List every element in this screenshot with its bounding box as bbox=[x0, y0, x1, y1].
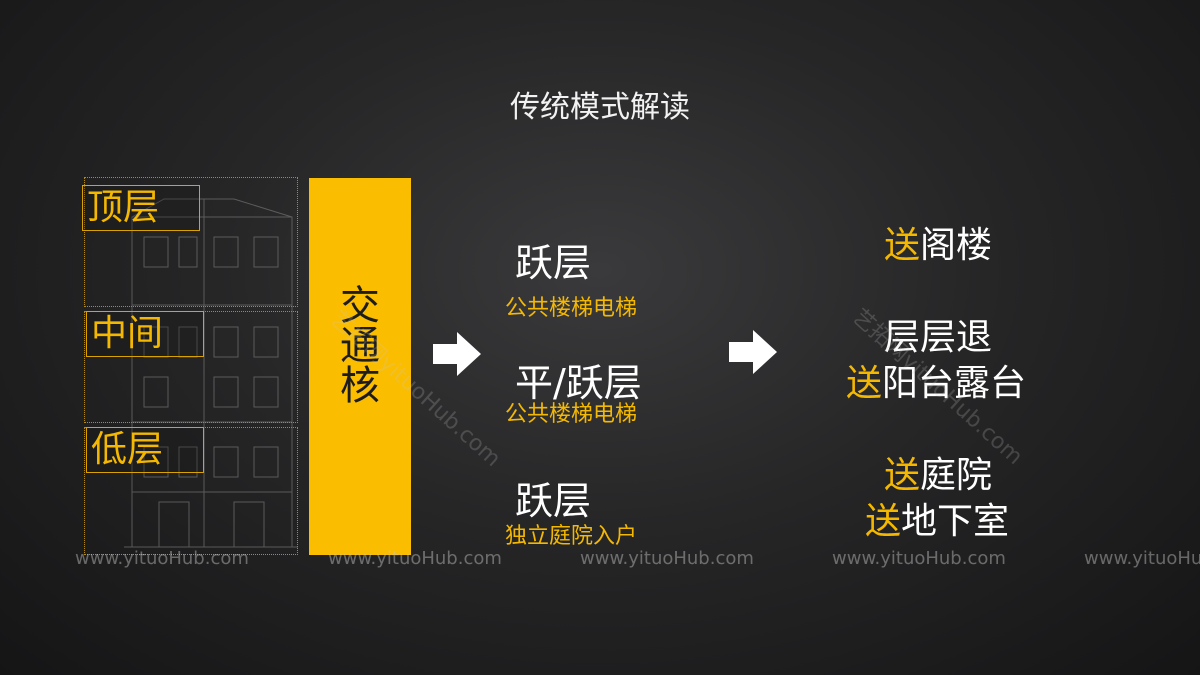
watermark: www.yituoHub.com bbox=[75, 548, 249, 569]
benefit-highlight: 送 bbox=[884, 225, 921, 266]
core-char: 核 bbox=[340, 363, 380, 409]
benefit-setback: 层层退 bbox=[884, 317, 993, 358]
watermark: www.yituoHub.com bbox=[1084, 548, 1200, 569]
right-arrow-icon bbox=[433, 332, 481, 376]
mid-item-main: 跃层 bbox=[515, 479, 592, 523]
benefit-highlight: 送 bbox=[865, 501, 902, 542]
floor-label-top: 顶层 bbox=[82, 185, 200, 231]
watermark: www.yituoHub.com bbox=[328, 548, 502, 569]
floor-label-low: 低层 bbox=[86, 427, 204, 473]
core-char: 通 bbox=[340, 323, 380, 369]
benefit-courtyard: 送庭院 bbox=[884, 446, 992, 498]
benefit-terrace: 送阳台露台 bbox=[846, 354, 1026, 406]
benefit-text: 阁楼 bbox=[920, 225, 993, 266]
mid-item-sub: 公共楼梯电梯 bbox=[505, 296, 638, 321]
benefit-text: 庭院 bbox=[920, 455, 993, 496]
floor-box-top bbox=[84, 177, 298, 307]
slide-title: 传统模式解读 bbox=[510, 90, 690, 125]
mid-item-main: 跃层 bbox=[515, 241, 592, 285]
watermark: www.yituoHub.com bbox=[832, 548, 1006, 569]
mid-item-sub: 独立庭院入户 bbox=[505, 524, 638, 549]
benefit-basement: 送地下室 bbox=[865, 492, 1009, 544]
mid-item-sub: 公共楼梯电梯 bbox=[505, 402, 638, 427]
traffic-core-label: 交 通 核 bbox=[309, 286, 411, 406]
benefit-highlight: 送 bbox=[884, 455, 921, 496]
watermark: www.yituoHub.com bbox=[580, 548, 754, 569]
right-arrow-icon bbox=[729, 330, 777, 374]
building-drawing: 顶层 中间 低层 bbox=[82, 177, 298, 555]
benefit-text: 阳台露台 bbox=[882, 363, 1027, 404]
traffic-core-block: 交 通 核 bbox=[309, 178, 411, 555]
core-char: 交 bbox=[340, 283, 380, 329]
mid-item-main: 平/跃层 bbox=[515, 361, 642, 405]
benefit-highlight: 送 bbox=[846, 363, 883, 404]
floor-label-middle: 中间 bbox=[86, 311, 204, 357]
benefit-text: 地下室 bbox=[901, 501, 1010, 542]
benefit-attic: 送阁楼 bbox=[884, 216, 992, 268]
